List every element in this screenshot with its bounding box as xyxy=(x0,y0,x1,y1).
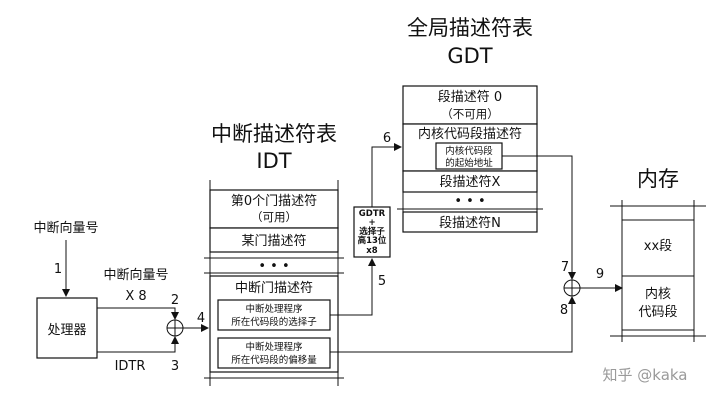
idt-entry-0 xyxy=(209,189,339,229)
memory-kernel-line2: 代码段 xyxy=(638,305,677,320)
arrow-step-2 xyxy=(97,307,179,320)
gdt-kernel-base-line1: 内核代码段 xyxy=(445,145,493,157)
step-9: 9 xyxy=(596,267,604,282)
gdt-entry-0-note: （不可用） xyxy=(441,107,499,121)
idt-interrupt-gate-label: 中断门描述符 xyxy=(235,280,313,296)
gdtr-line3: 选择子 xyxy=(359,226,385,237)
memory-block: xx段 内核 代码段 xyxy=(610,200,706,342)
gdt-entry-x-label: 段描述符X xyxy=(440,174,501,190)
memory-xx-segment: xx段 xyxy=(644,239,672,254)
idt-offset-line2: 所在代码段的偏移量 xyxy=(231,354,317,366)
step-1: 1 xyxy=(54,262,62,277)
arrow-step-8 xyxy=(330,296,576,353)
step-3: 3 xyxy=(171,359,179,374)
processor-label: 处理器 xyxy=(47,323,86,338)
adder-idt xyxy=(166,319,184,337)
gdtr-box-frame xyxy=(353,206,391,258)
step-2: 2 xyxy=(171,293,179,308)
gdtr-line5: x8 xyxy=(366,246,377,256)
watermark: 知乎 @kaka xyxy=(603,366,688,384)
gdtr-calc-box: GDTR + 选择子 高13位 x8 xyxy=(353,206,391,258)
adder-memory xyxy=(563,279,581,297)
idt-title-cn: 中断描述符表 xyxy=(211,122,337,146)
idt-selector-line1: 中断处理程序 xyxy=(245,303,303,315)
idt-table: 第0个门描述符 （可用） 某门描述符 • • • 中断门描述符 中断处理程序 所… xyxy=(204,180,344,386)
arrow-step-5 xyxy=(330,258,376,316)
arrow-step-7 xyxy=(502,155,576,280)
idt-dots: • • • xyxy=(258,259,289,274)
idt-some-gate-label: 某门描述符 xyxy=(241,233,306,249)
vector-number-label-2: 中断向量号 xyxy=(103,267,168,283)
arrow-step-3 xyxy=(97,336,179,353)
gdt-kernel-base-box xyxy=(435,142,503,170)
idt-selector-line2: 所在代码段的选择子 xyxy=(231,316,317,328)
step-5: 5 xyxy=(378,274,386,289)
processor-box xyxy=(36,297,98,359)
idt-entry-0-label: 第0个门描述符 xyxy=(231,193,317,209)
gdt-entry-n-label: 段描述符N xyxy=(439,215,501,231)
gdtr-line2: + xyxy=(368,218,375,228)
step-7: 7 xyxy=(561,260,569,275)
idt-entry-0-note: （可用） xyxy=(251,210,297,224)
vector-number-label: 中断向量号 xyxy=(33,220,98,236)
idt-selector-box xyxy=(217,299,331,331)
step-6: 6 xyxy=(383,131,391,146)
idt-offset-box xyxy=(217,337,331,369)
arrow-step-6 xyxy=(371,143,402,207)
gdt-table: 段描述符 0 （不可用） 内核代码段描述符 内核代码段 的起始地址 段描述符X … xyxy=(397,85,543,233)
gdt-title-cn: 全局描述符表 xyxy=(407,16,533,40)
idt-title-en: IDT xyxy=(256,149,291,173)
gdt-title-en: GDT xyxy=(447,44,492,68)
idt-offset-line1: 中断处理程序 xyxy=(245,341,303,353)
gdt-kernel-base-line2: 的起始地址 xyxy=(445,157,493,169)
step-4: 4 xyxy=(197,311,205,326)
step-8: 8 xyxy=(560,303,568,318)
gdt-entry-0-label: 段描述符 0 xyxy=(438,89,502,105)
times-8-label: X 8 xyxy=(125,289,146,304)
gdt-entry-x xyxy=(402,170,538,193)
memory-kernel-line1: 内核 xyxy=(645,286,671,302)
gdt-dots: • • • xyxy=(454,194,485,209)
gdt-entry-n xyxy=(402,211,538,233)
memory-title: 内存 xyxy=(637,167,679,191)
gdt-kernel-code-label: 内核代码段描述符 xyxy=(418,126,522,142)
gdt-entry-0 xyxy=(402,85,538,125)
idt-some-gate xyxy=(209,227,339,253)
gdtr-line1: GDTR xyxy=(359,209,386,219)
idtr-label: IDTR xyxy=(115,359,146,374)
gdtr-line4: 高13位 xyxy=(358,235,387,246)
